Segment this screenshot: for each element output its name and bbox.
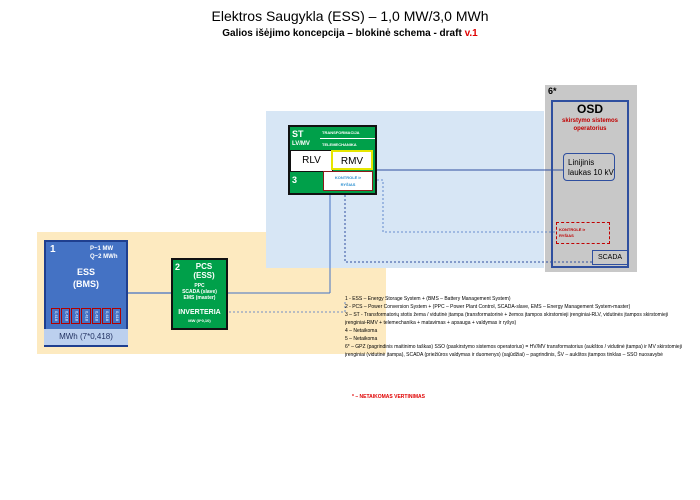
legend-item: 6* – GPZ (pagrindinis maitinimo taškas) …	[345, 344, 682, 358]
osd-subtitle: skirstymo sistemos operatorius	[551, 117, 629, 133]
linijinis-line1: Linijinis	[568, 158, 595, 167]
st-osd-control-line	[373, 179, 556, 233]
pcs-ems: EMS (master)	[183, 295, 216, 301]
ess-module: 0,418	[61, 308, 71, 324]
assessment-note: * – NETAIKOMAS VERTINIMAS	[352, 394, 425, 400]
pcs-name: PCS (ESS)	[186, 262, 222, 280]
st-number: 3	[292, 175, 298, 185]
ess-power-p: P~1 MW	[90, 246, 114, 252]
st-telemechanika: TELEMECHANIKA	[322, 142, 357, 147]
osd-title: OSD	[576, 102, 603, 116]
ess-module: 0,418	[51, 308, 61, 324]
pcs-inverter: INVERTERIA	[178, 309, 221, 316]
linijinis-laukas: Linijinis laukas 10 kV	[563, 153, 615, 181]
osd-block	[551, 100, 629, 268]
st-rlv: RLV	[290, 150, 333, 172]
st-label: ST	[292, 129, 304, 139]
st-rmv: RMV	[331, 150, 373, 170]
ess-name: ESS (BMS)	[46, 266, 126, 290]
ess-number: 1	[50, 244, 56, 255]
st-lvmv: LV/MV	[292, 141, 310, 147]
pcs-scada: SCADA (slave)	[182, 289, 217, 295]
pcs-subtitle: (ESS)	[193, 271, 215, 280]
st-control-line1: KONTROLĖ ir	[334, 175, 362, 180]
st-divider	[320, 138, 375, 139]
pcs-ppc: PPC	[194, 283, 205, 289]
ess-title: ESS	[76, 267, 95, 277]
diagram-title: Elektros Saugykla (ESS) – 1,0 MW/3,0 MWh	[211, 8, 489, 24]
ess-power-q: Q~2 MWh	[90, 254, 118, 260]
ess-modules: 0,418 0,418 0,418 0,418 0,418 0,418 0,41…	[51, 308, 121, 324]
pcs-block: 2 PCS (ESS) PPC SCADA (slave) EMS (maste…	[171, 258, 228, 330]
legend-item: 4 – Netaikoma	[345, 328, 378, 334]
ess-module: 0,418	[111, 308, 121, 324]
pcs-number: 2	[175, 262, 181, 272]
legend-item: 2 - PCS – Power Conversion System + (PPC…	[345, 304, 631, 310]
st-control-line2: RYŠIAS	[340, 182, 356, 187]
ess-block: 1 P~1 MW Q~2 MWh ESS (BMS) 0,418 0,418 0…	[44, 240, 128, 347]
legend-item: 1 - ESS – Energy Storage System + (BMS –…	[345, 296, 511, 302]
st-control: KONTROLĖ ir RYŠIAS	[323, 171, 373, 191]
version-label: v.1	[464, 28, 478, 39]
diagram-subtitle: Galios išėjimo koncepcija – blokinė sche…	[0, 28, 700, 39]
ess-module: 0,418	[71, 308, 81, 324]
pcs-inverter-sub: MW (0*0,10)	[188, 318, 211, 323]
st-transformacija: TRANSFORMACIJA	[322, 130, 360, 135]
ess-power: P~1 MW Q~2 MWh	[90, 245, 118, 261]
pcs-components: PPC SCADA (slave) EMS (master)	[173, 283, 226, 301]
legend-item: 3 – ST - Transformatorių stotis žema / v…	[345, 312, 668, 326]
ess-module: 0,418	[101, 308, 111, 324]
st-block: ST LV/MV TRANSFORMACIJA TELEMECHANIKA RL…	[288, 125, 377, 195]
pcs-title: PCS	[195, 262, 213, 271]
pcs-st-dashed-line	[225, 300, 346, 313]
ess-module: 0,418	[91, 308, 101, 324]
osd-zone-background	[545, 85, 637, 272]
osd-scada: SCADA	[592, 250, 628, 265]
ess-subtitle: (BMS)	[73, 279, 99, 289]
osd-number: 6*	[548, 86, 557, 96]
osd-subtitle-line2: operatorius	[573, 126, 607, 132]
osd-subtitle-line1: skirstymo sistemos	[561, 118, 619, 124]
linijinis-line2: laukas 10 kV	[568, 168, 614, 177]
osd-control: KONTROLĖ ir RYŠIAS	[556, 222, 610, 244]
subtitle-text: Galios išėjimo koncepcija – blokinė sche…	[222, 28, 462, 39]
ess-capacity: MWh (7*0,418)	[44, 329, 128, 345]
legend-item: 5 – Netaikoma	[345, 336, 378, 342]
osd-control-line2: RYŠIAS	[559, 233, 574, 238]
osd-control-line1: KONTROLĖ ir	[559, 227, 586, 232]
ess-module: 0,418	[81, 308, 91, 324]
legend: 1 - ESS – Energy Storage System + (BMS –…	[345, 295, 690, 359]
